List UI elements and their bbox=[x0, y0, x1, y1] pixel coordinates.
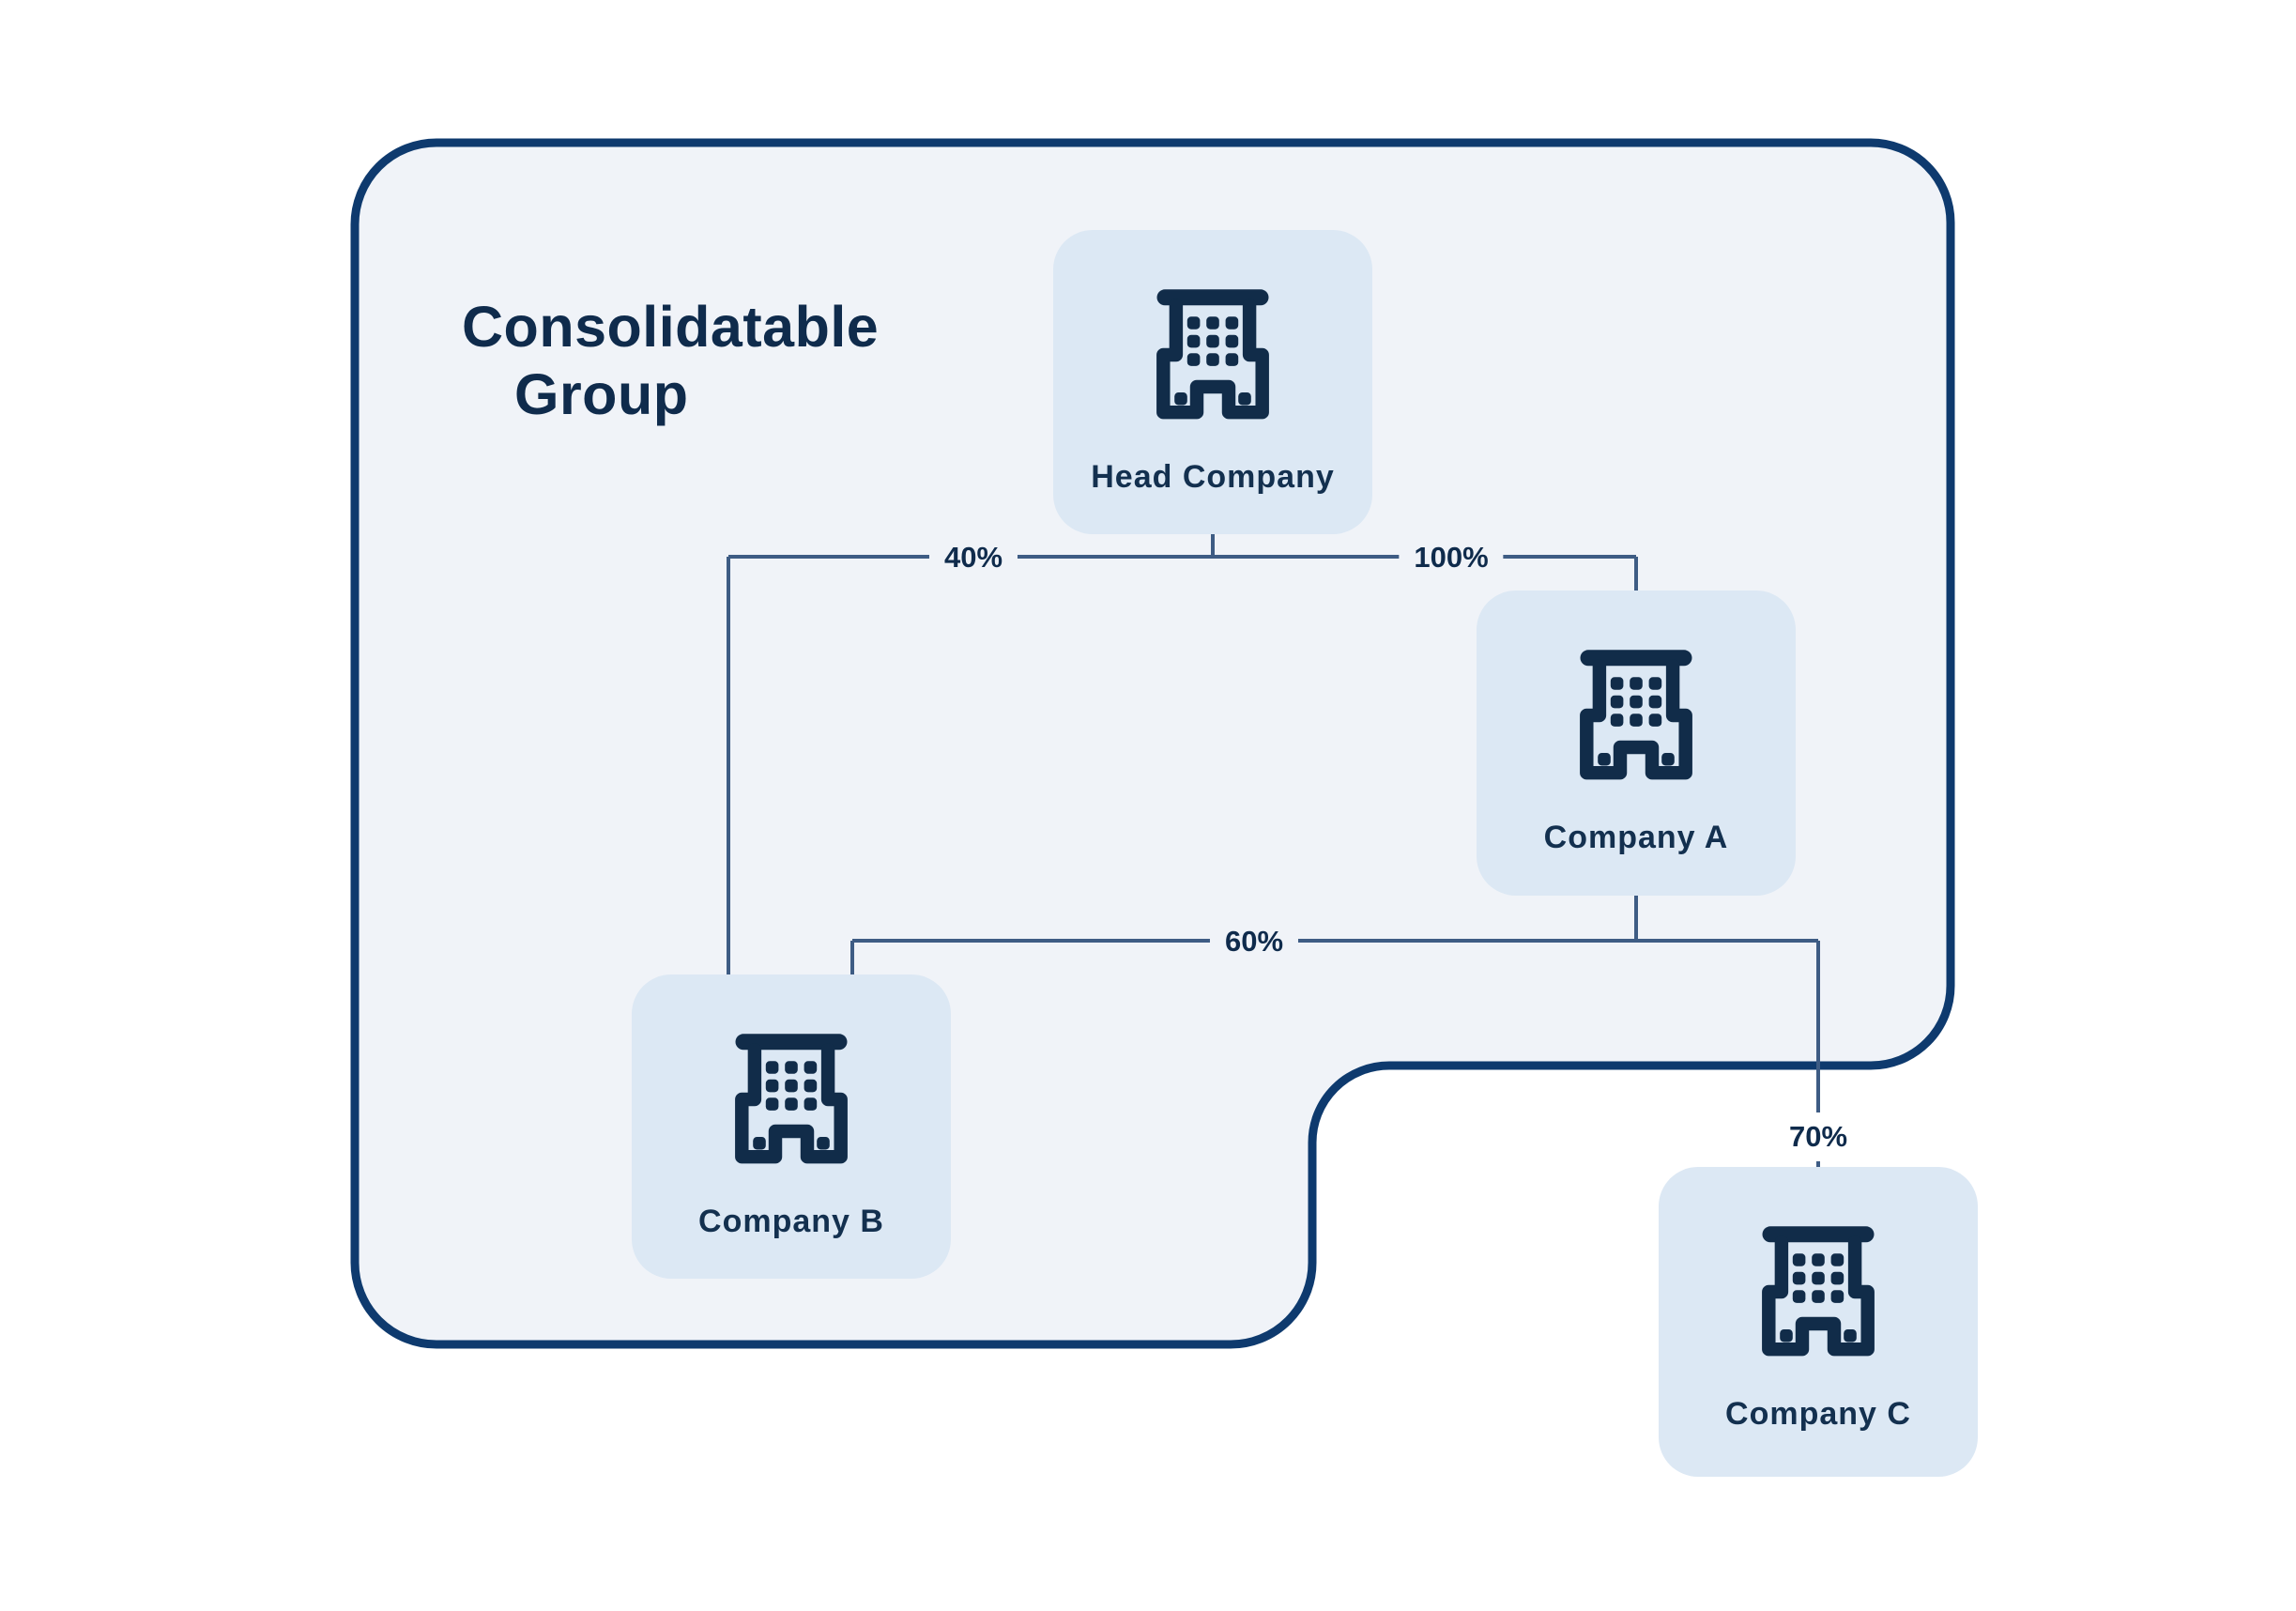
building-icon bbox=[712, 1020, 871, 1179]
node-company-a: Company A bbox=[1477, 591, 1796, 896]
node-company-b: Company B bbox=[632, 974, 951, 1279]
node-label: Company A bbox=[1543, 820, 1729, 855]
edge-label-head-to-a: 100% bbox=[1399, 537, 1504, 578]
building-icon bbox=[1556, 636, 1716, 795]
edge-label-a-to-b: 60% bbox=[1209, 921, 1299, 962]
group-title: Consolidatable Group bbox=[462, 293, 879, 428]
edge-label-a-to-c: 70% bbox=[1779, 1112, 1858, 1161]
building-icon bbox=[1133, 275, 1293, 435]
node-label: Head Company bbox=[1091, 459, 1335, 495]
edge-label-head-to-b: 40% bbox=[928, 537, 1018, 578]
node-label: Company C bbox=[1725, 1396, 1911, 1432]
node-head-company: Head Company bbox=[1053, 230, 1372, 534]
node-label: Company B bbox=[698, 1204, 884, 1239]
node-company-c: Company C bbox=[1659, 1167, 1978, 1477]
connector-lines bbox=[727, 531, 1820, 1170]
building-icon bbox=[1738, 1212, 1898, 1372]
group-title-line2: Group bbox=[514, 362, 689, 426]
group-title-line1: Consolidatable bbox=[462, 295, 880, 359]
